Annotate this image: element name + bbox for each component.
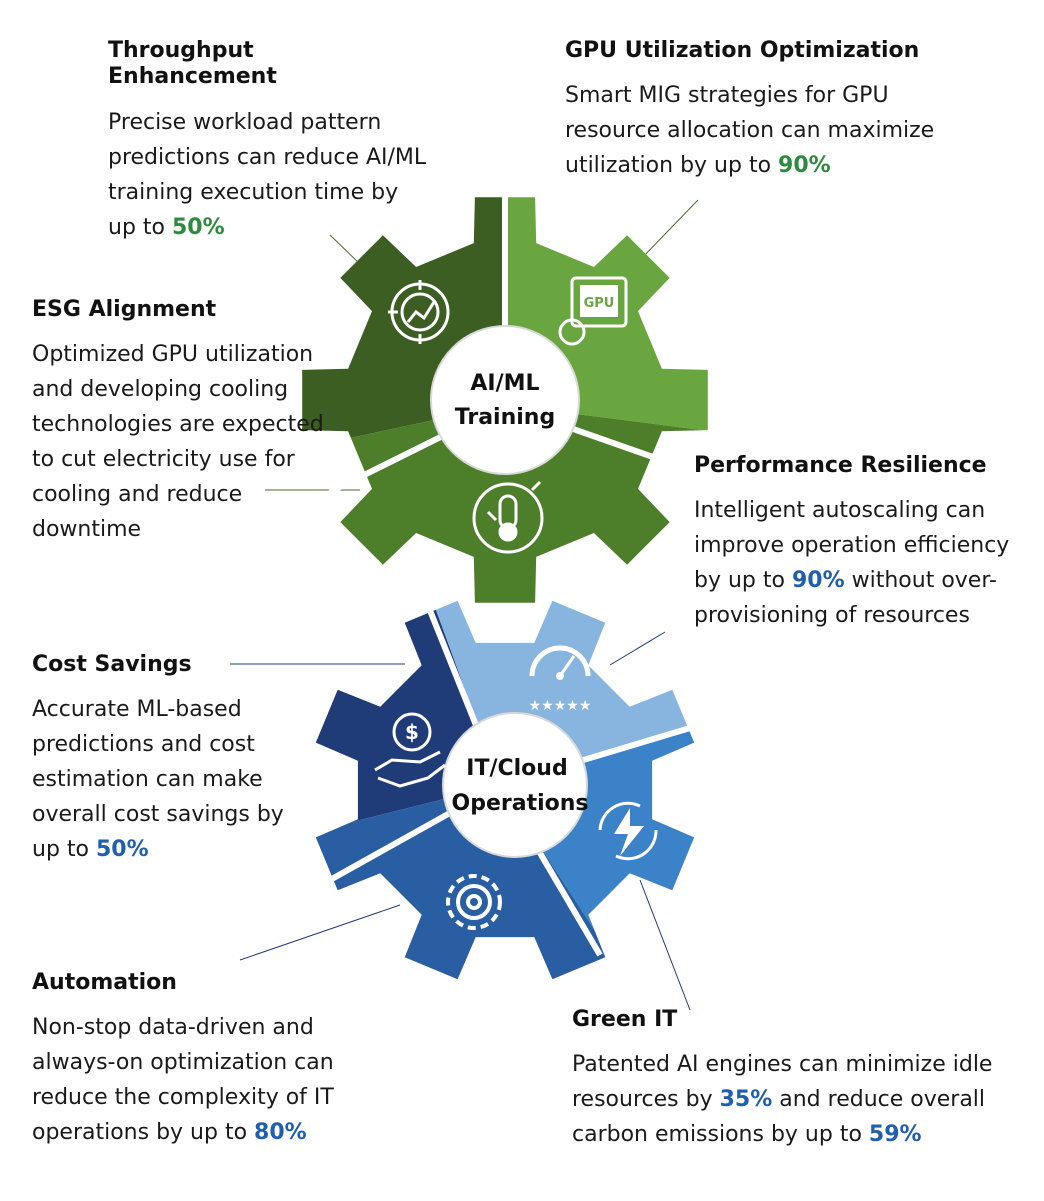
automation-value: 80% — [254, 1120, 307, 1146]
throughput-title: Throughput Enhancement — [108, 38, 277, 90]
gear-bottom-segment-left — [315, 600, 500, 850]
connector-gpu — [639, 199, 699, 261]
connector-performance — [609, 631, 666, 666]
esg-title: ESG Alignment — [32, 297, 217, 322]
green-it-value-2: 59% — [868, 1122, 922, 1148]
connector-green-it — [639, 879, 691, 1011]
hub-top-line2: Training — [455, 405, 555, 430]
cost-value: 50% — [95, 837, 149, 863]
item-performance: Performance Resilience Intelligent autos… — [694, 453, 1014, 633]
svg-text:$: $ — [405, 720, 419, 744]
item-esg: ESG Alignment Optimized GPU utilization … — [32, 297, 342, 547]
performance-text: Intelligent autoscaling can improve oper… — [694, 498, 1010, 629]
thermometer-cooling-icon — [472, 480, 544, 554]
analytics-target-icon — [388, 280, 450, 344]
item-automation: Automation Non-stop data-driven and alwa… — [32, 970, 372, 1150]
svg-text:★★★★★: ★★★★★ — [529, 698, 592, 714]
green-it-text: Patented AI engines can minimize idle re… — [572, 1052, 993, 1148]
settings-gear-icon — [446, 874, 502, 930]
green-it-value-1: 35% — [719, 1087, 773, 1113]
cost-title: Cost Savings — [32, 652, 192, 677]
item-gpu: GPU Utilization Optimization Smart MIG s… — [565, 38, 965, 183]
automation-title: Automation — [32, 970, 177, 995]
throughput-text: Precise workload pattern predictions can… — [108, 109, 427, 240]
automation-text: Non-stop data-driven and always-on optim… — [32, 1015, 334, 1146]
esg-text: Optimized GPU utilization and developing… — [32, 342, 324, 543]
hub-bottom — [442, 712, 588, 858]
gpu-chip-icon: GPU — [558, 276, 628, 346]
connector-throughput — [329, 234, 363, 267]
gpu-icon-label: GPU — [584, 296, 615, 311]
green-it-title: Green IT — [572, 1007, 678, 1032]
hub-top — [430, 325, 580, 475]
gpu-title: GPU Utilization Optimization — [565, 38, 920, 63]
connector-automation — [239, 904, 401, 961]
gpu-text: Smart MIG strategies for GPU resource al… — [565, 83, 935, 179]
gauge-rating-icon: ★★★★★ — [529, 645, 592, 714]
hub-bottom-line1: IT/Cloud — [466, 756, 567, 781]
connector-lines — [265, 199, 699, 491]
gpu-value: 90% — [778, 153, 831, 179]
hub-top-line1: AI/ML — [470, 371, 539, 396]
performance-value: 90% — [791, 568, 845, 594]
cost-text: Accurate ML-based predictions and cost e… — [32, 697, 284, 863]
lightning-refresh-icon — [598, 801, 658, 861]
throughput-value: 50% — [171, 214, 225, 240]
item-throughput: Throughput Enhancement Precise workload … — [108, 38, 428, 245]
item-cost: Cost Savings Accurate ML-based predictio… — [32, 652, 292, 867]
performance-title: Performance Resilience — [694, 453, 987, 478]
item-green-it: Green IT Patented AI engines can minimiz… — [572, 1007, 1032, 1152]
hub-bottom-line2: Operations — [452, 791, 589, 816]
dollar-hand-icon: $ — [374, 712, 446, 788]
